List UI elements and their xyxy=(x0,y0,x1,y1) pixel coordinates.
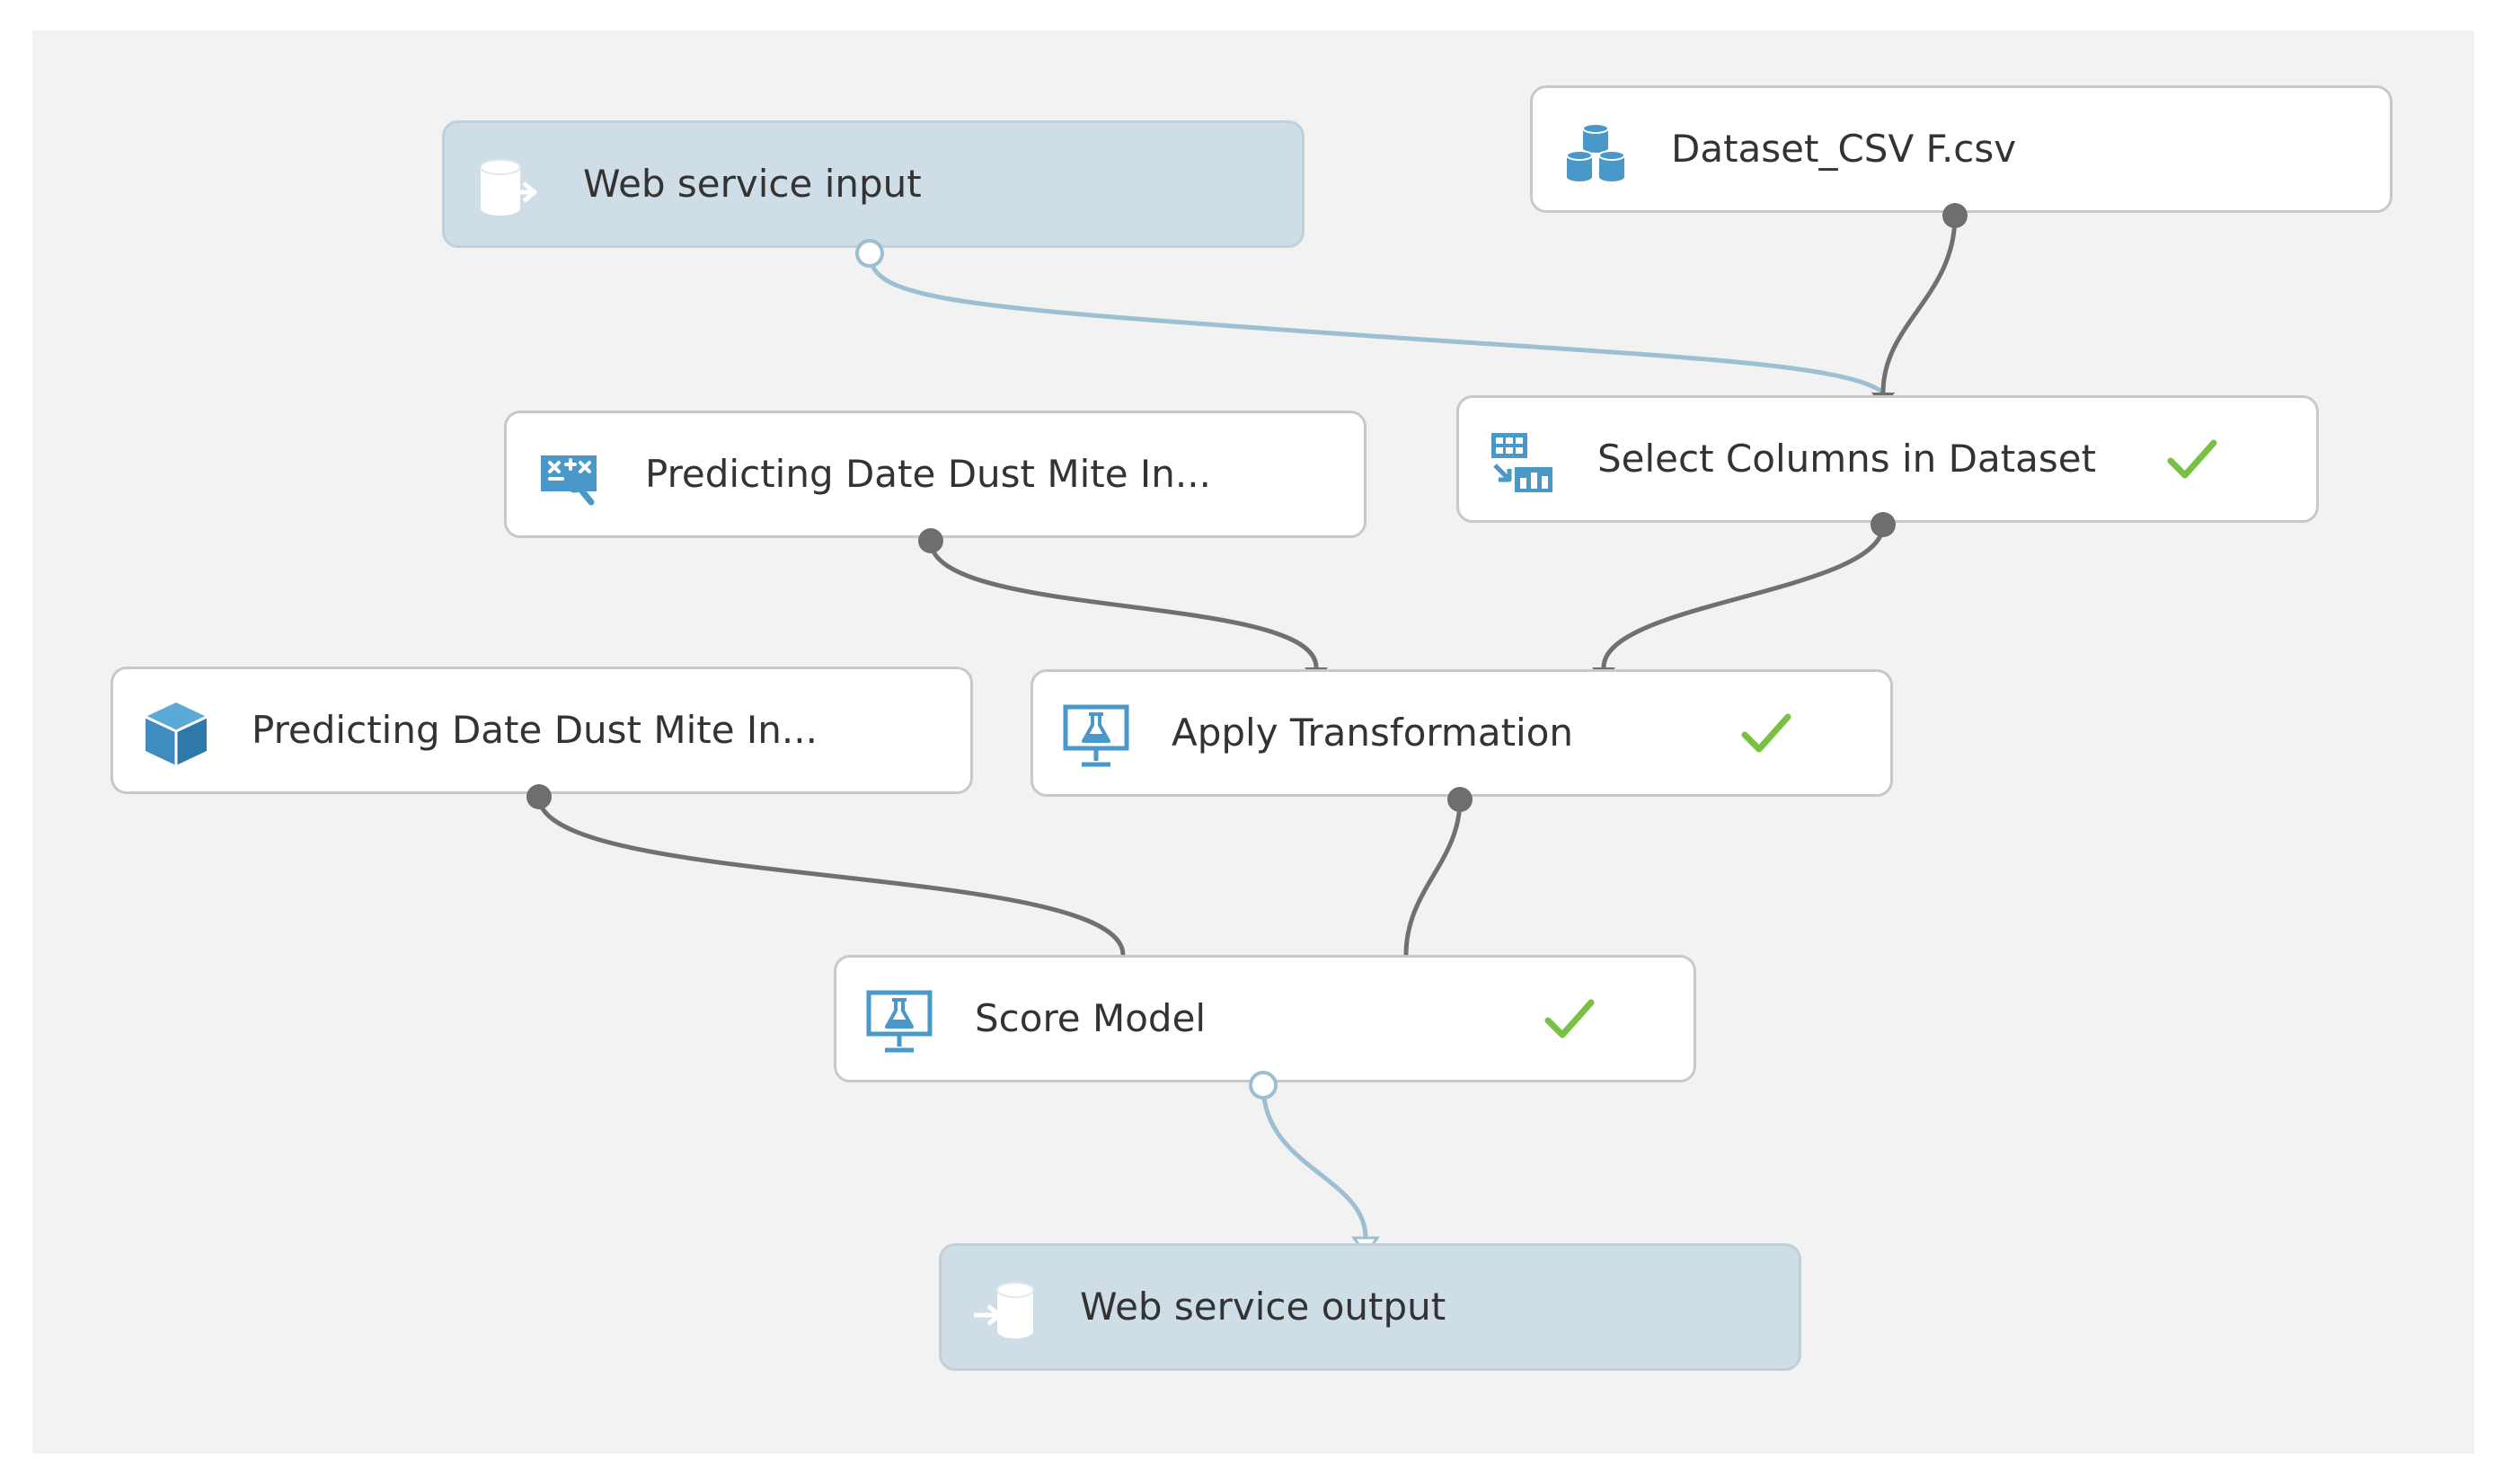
connection-select-columns-to-apply[interactable] xyxy=(1601,522,1886,670)
node-select-columns[interactable]: Select Columns in Dataset xyxy=(1456,395,2319,523)
score-model-icon xyxy=(866,990,933,1053)
node-predicting-model[interactable]: Predicting Date Dust Mite In... xyxy=(111,667,973,794)
node-label: Score Model xyxy=(975,996,1207,1040)
connection-dataset-to-select-columns[interactable] xyxy=(1880,213,1958,395)
connection-score-to-web-output[interactable] xyxy=(1260,1082,1368,1241)
connection-apply-to-score[interactable] xyxy=(1403,797,1463,958)
connection-web-input-to-select-columns[interactable] xyxy=(867,251,1886,395)
node-label: Apply Transformation xyxy=(1172,711,1574,755)
node-label: Select Columns in Dataset xyxy=(1597,437,2097,481)
transformation-icon xyxy=(541,455,597,506)
node-label: Predicting Date Dust Mite In... xyxy=(252,708,818,752)
apply-transformation-icon xyxy=(1063,704,1129,767)
node-apply-transformation[interactable]: Apply Transformation xyxy=(1030,669,1893,797)
status-completed-check-icon xyxy=(1741,713,1791,753)
node-web-service-input[interactable]: Web service input xyxy=(442,120,1305,248)
node-score-model[interactable]: Score Model xyxy=(834,955,1696,1082)
connection-transform-to-apply[interactable] xyxy=(928,538,1319,670)
node-predicting-transformation[interactable]: Predicting Date Dust Mite In... xyxy=(504,411,1366,538)
web-service-input-icon xyxy=(480,159,537,216)
web-service-output-icon xyxy=(974,1282,1034,1338)
status-completed-check-icon xyxy=(1544,999,1595,1038)
select-columns-icon xyxy=(1491,433,1552,492)
status-completed-check-icon xyxy=(2167,439,2217,479)
node-label: Web service input xyxy=(583,162,922,206)
node-web-service-output[interactable]: Web service output xyxy=(939,1243,1801,1371)
node-label: Dataset_CSV F.csv xyxy=(1671,127,2017,171)
node-label: Predicting Date Dust Mite In... xyxy=(645,452,1211,496)
node-label: Web service output xyxy=(1080,1285,1446,1329)
dataset-icon xyxy=(1566,123,1625,181)
trained-model-icon xyxy=(145,702,208,765)
node-dataset-csv[interactable]: Dataset_CSV F.csv xyxy=(1530,85,2392,213)
connection-model-to-score[interactable] xyxy=(536,794,1126,958)
